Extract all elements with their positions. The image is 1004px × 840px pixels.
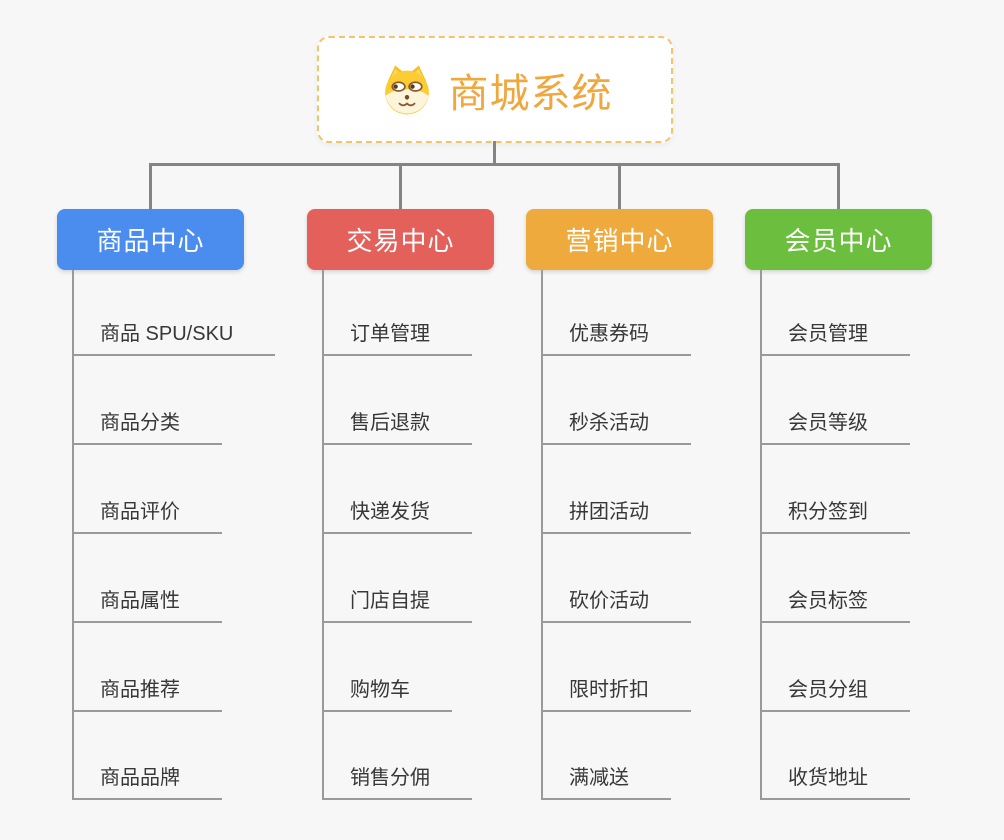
leaf-item[interactable]: 拼团活动 xyxy=(541,499,691,534)
leaf-item[interactable]: 商品评价 xyxy=(72,499,222,534)
leaf-item[interactable]: 会员标签 xyxy=(760,588,910,623)
leaf-item[interactable]: 售后退款 xyxy=(322,410,472,445)
leaf-item[interactable]: 满减送 xyxy=(541,765,671,800)
branch-box-marketing-center[interactable]: 营销中心 xyxy=(526,209,713,270)
branch-trunk-line-trade: 订单管理 售后退款 快递发货 门店自提 购物车 销售分佣 xyxy=(322,270,542,800)
dog-face-icon xyxy=(378,63,436,117)
branch-trunk-line-members: 会员管理 会员等级 积分签到 会员标签 会员分组 收货地址 xyxy=(760,270,980,800)
leaf-item[interactable]: 会员分组 xyxy=(760,677,910,712)
branch-trunk-line-products: 商品 SPU/SKU 商品分类 商品评价 商品属性 商品推荐 商品品牌 xyxy=(72,270,292,800)
branch-trunk-line-marketing: 优惠券码 秒杀活动 拼团活动 砍价活动 限时折扣 满减送 xyxy=(541,270,761,800)
leaf-item[interactable]: 限时折扣 xyxy=(541,677,691,712)
connector-drop-members xyxy=(837,166,840,209)
connector-drop-products xyxy=(149,166,152,209)
connector-drop-marketing xyxy=(618,166,621,209)
branch-box-member-center[interactable]: 会员中心 xyxy=(745,209,932,270)
leaf-item[interactable]: 商品属性 xyxy=(72,588,222,623)
branch-box-product-center[interactable]: 商品中心 xyxy=(57,209,244,270)
leaf-item[interactable]: 商品分类 xyxy=(72,410,222,445)
leaf-item[interactable]: 购物车 xyxy=(322,677,452,712)
leaf-item[interactable]: 销售分佣 xyxy=(322,765,472,800)
leaf-item[interactable]: 会员等级 xyxy=(760,410,910,445)
leaf-item[interactable]: 收货地址 xyxy=(760,765,910,800)
branch-box-trade-center[interactable]: 交易中心 xyxy=(307,209,494,270)
connector-horizontal-rail xyxy=(149,163,840,166)
leaf-item[interactable]: 门店自提 xyxy=(322,588,472,623)
leaf-item[interactable]: 快递发货 xyxy=(322,499,472,534)
connector-root-drop xyxy=(493,141,496,163)
leaf-item[interactable]: 砍价活动 xyxy=(541,588,691,623)
root-node[interactable]: 商城系统 xyxy=(317,36,673,143)
leaf-item[interactable]: 商品推荐 xyxy=(72,677,222,712)
leaf-item[interactable]: 商品品牌 xyxy=(72,765,222,800)
leaf-item[interactable]: 积分签到 xyxy=(760,499,910,534)
leaf-item[interactable]: 秒杀活动 xyxy=(541,410,691,445)
leaf-item[interactable]: 会员管理 xyxy=(760,321,910,356)
root-title: 商城系统 xyxy=(448,71,613,116)
leaf-item[interactable]: 优惠券码 xyxy=(541,321,691,356)
leaf-item[interactable]: 订单管理 xyxy=(322,321,472,356)
connector-drop-trade xyxy=(399,166,402,209)
leaf-item[interactable]: 商品 SPU/SKU xyxy=(72,321,276,356)
